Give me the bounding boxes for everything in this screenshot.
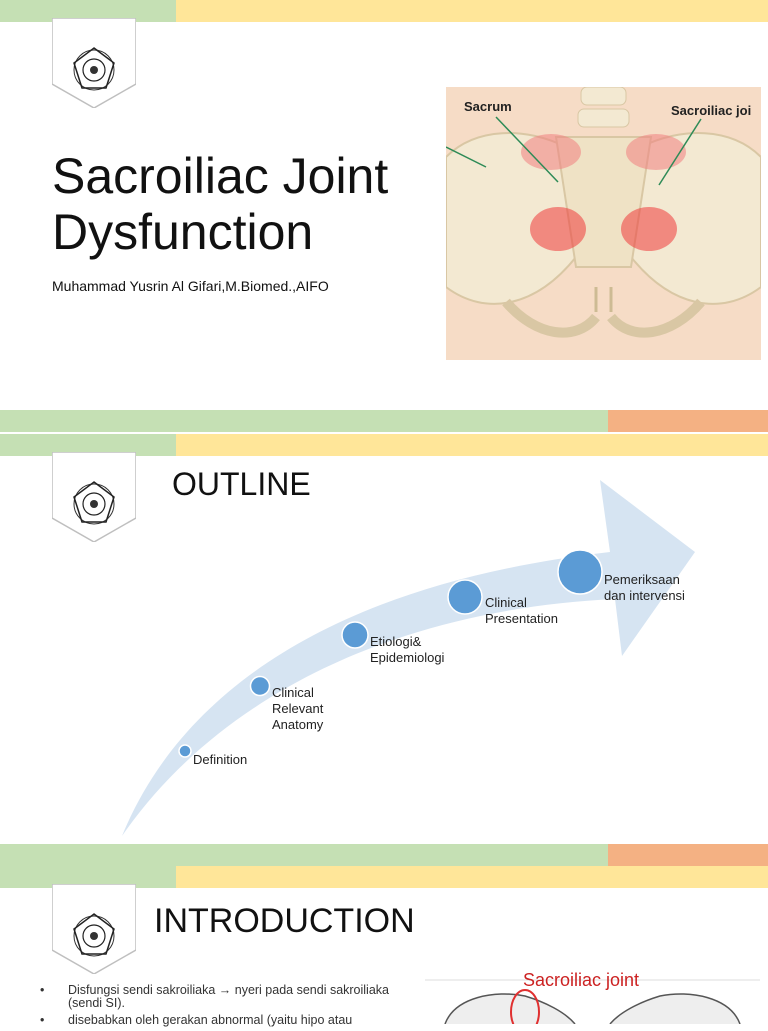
top-accent-bar: [0, 0, 768, 22]
step-label-clinical-presentation: Clinical Presentation: [485, 595, 558, 626]
pelvis-illustration: Sacrum Sacroiliac joi: [446, 87, 761, 360]
step-label-pemeriksaan: Pemeriksaan dan intervensi: [604, 572, 685, 603]
step-dot-clinical-anatomy: [249, 675, 271, 697]
step-label-definition: Definition: [193, 752, 248, 767]
step-dot-clinical-presentation: [447, 579, 483, 615]
step-dot-definition: [178, 744, 192, 758]
outline-title: OUTLINE: [172, 466, 311, 502]
label-sacrum: Sacrum: [464, 99, 512, 114]
introduction-title: INTRODUCTION: [154, 902, 415, 940]
university-logo-badge: [52, 452, 136, 542]
author-name: Muhammad Yusrin Al Gifari,M.Biomed.,AIFO: [52, 278, 329, 294]
bullet-item: Disfungsi sendi sakroiliaka → nyeri pada…: [40, 984, 420, 1010]
step-dot-etiologi: [341, 621, 369, 649]
label-sacroiliac-joint: Sacroiliac joi: [671, 103, 751, 118]
slide1-footer-bar: [0, 410, 768, 432]
introduction-bullets: Disfungsi sendi sakroiliaka → nyeri pada…: [40, 984, 420, 1031]
outline-arrow-graphic: [122, 480, 695, 836]
slide-outline: OUTLINE Definition Clinical Relevant Ana…: [0, 434, 768, 844]
university-logo-badge: [52, 884, 136, 974]
step-label-etiologi: Etiologi& Epidemiologi: [370, 634, 445, 665]
presentation-title: Sacroiliac Joint Dysfunction: [52, 148, 389, 260]
bullet-item: disebabkan oleh gerakan abnormal (yaitu …: [40, 1014, 420, 1028]
slide-title: Sacroiliac Joint Dysfunction Muhammad Yu…: [0, 0, 768, 410]
sacroiliac-joint-figure: Sacroiliac joint: [425, 970, 760, 1024]
slide2-footer-bar: [0, 844, 768, 866]
top-accent-bar: [0, 434, 768, 456]
step-label-clinical-anatomy: Clinical Relevant Anatomy: [272, 685, 324, 732]
figure-label-sacroiliac-joint: Sacroiliac joint: [523, 970, 639, 990]
step-dot-pemeriksaan: [557, 549, 603, 595]
top-accent-bar: [0, 866, 768, 888]
university-logo-badge: [52, 18, 136, 108]
